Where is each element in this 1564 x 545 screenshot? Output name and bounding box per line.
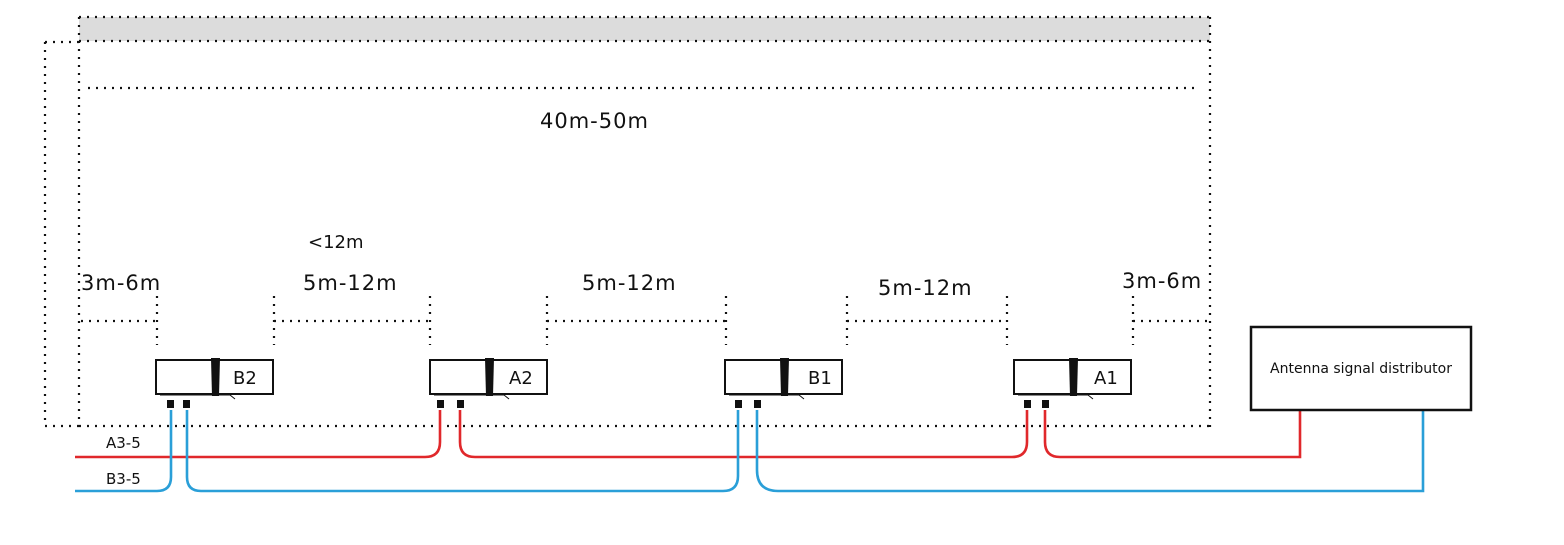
room-top-band [79, 17, 1210, 41]
antenna-signal-distributor: Antenna signal distributor [1249, 325, 1473, 412]
distributor-label: Antenna signal distributor [1270, 361, 1452, 377]
gap-b2-a2-dimension: 5m-12m [303, 271, 398, 295]
right-edge-dimension: 3m-6m [1122, 269, 1202, 293]
cable-a-label: A3-5 [106, 434, 141, 452]
antenna-label-b1: B1 [808, 368, 832, 389]
cable-b-line [75, 410, 1425, 493]
antenna-label-a2: A2 [509, 368, 533, 389]
antenna-a2: A2 [429, 358, 548, 408]
room-boundary [43, 15, 1212, 428]
cable-a-line [75, 410, 1302, 459]
antenna-label-a1: A1 [1094, 368, 1118, 389]
left-edge-dimension: 3m-6m [81, 271, 161, 295]
gap-b1-a1-dimension: 5m-12m [878, 276, 973, 300]
cable-b-label: B3-5 [106, 470, 141, 488]
antenna-b2: B2 [155, 358, 274, 408]
antenna-b1: B1 [724, 358, 843, 408]
spacing-markers [81, 296, 1208, 345]
gap-a2-b1-dimension: 5m-12m [582, 271, 677, 295]
max-spacing-label: <12m [308, 232, 364, 253]
antenna-label-b2: B2 [233, 368, 257, 389]
overall-dimension-label: 40m-50m [540, 109, 649, 133]
cables [75, 410, 1425, 493]
antenna-a1: A1 [1013, 358, 1132, 408]
